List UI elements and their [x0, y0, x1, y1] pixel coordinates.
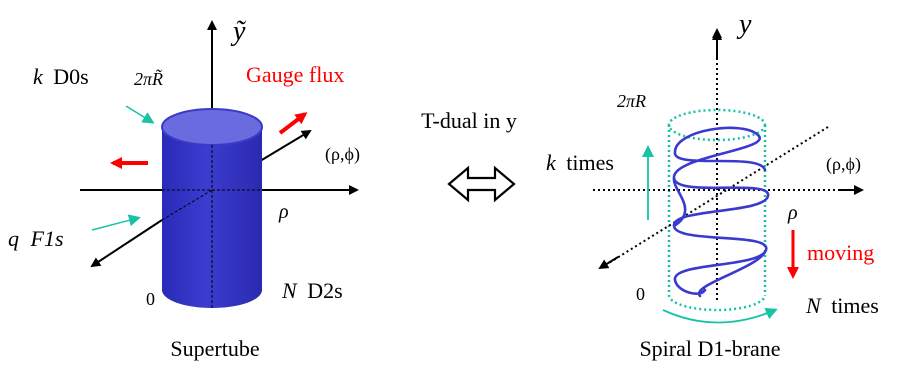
rho-label: ρ — [278, 201, 289, 223]
d0s-pointer-arrow — [125, 105, 155, 124]
t-duality-panel: T-dual in y — [421, 108, 517, 203]
slanted-axis — [603, 126, 829, 267]
slanted-axis-head — [598, 256, 619, 270]
circumference-label: 2πR̃ — [134, 69, 163, 89]
spiral-panel: y 2πR k times (ρ,ϕ) ρ moving 0 N times S… — [546, 9, 879, 361]
supertube-panel: ỹ 2πR̃ Gauge flux k D0s q F1s (ρ,ϕ) ρ 0 … — [8, 16, 360, 361]
rho-phi-label-right: (ρ,ϕ) — [826, 154, 861, 175]
gauge-flux-arrow-right — [278, 112, 308, 135]
moving-label: moving — [807, 240, 874, 265]
d0s-text: D0s — [53, 64, 88, 89]
d2s-text: D2s — [307, 278, 342, 303]
rho-phi-label: (ρ,ϕ) — [325, 144, 360, 165]
origin-zero-label-right: 0 — [636, 284, 645, 304]
origin-zero-label: 0 — [146, 289, 155, 309]
n-symbol: N — [281, 278, 298, 303]
q-f1s-label: q F1s — [8, 226, 64, 251]
t-dual-label: T-dual in y — [421, 108, 517, 133]
rho-label-right: ρ — [787, 202, 798, 224]
k-times-text: times — [566, 150, 614, 175]
y-tilde-axis-label: ỹ — [230, 16, 247, 47]
n-symbol-right: N — [805, 293, 822, 318]
q-symbol: q — [8, 226, 19, 251]
supertube-top-cap — [161, 108, 263, 146]
dotted-cylinder-bottom — [667, 294, 767, 312]
gauge-flux-label: Gauge flux — [246, 62, 344, 87]
f1s-text: F1s — [30, 226, 64, 251]
double-headed-arrow-icon — [447, 165, 516, 203]
spiral-caption: Spiral D1-brane — [639, 336, 780, 361]
y-axis-label: y — [736, 9, 752, 40]
n-d2s-label: N D2s — [281, 278, 343, 303]
k-symbol: k — [33, 64, 44, 89]
n-times-text: times — [831, 293, 879, 318]
slanted-axis-front — [90, 219, 163, 268]
n-times-arrow — [662, 308, 778, 324]
k-symbol-right: k — [546, 150, 557, 175]
k-d0s-label: k D0s — [33, 64, 89, 89]
k-times-label: k times — [546, 150, 614, 175]
n-times-label: N times — [805, 293, 879, 318]
spiral-d1-brane — [672, 126, 770, 298]
supertube-caption: Supertube — [170, 336, 259, 361]
circumference-label-right: 2πR — [617, 91, 646, 111]
f1s-pointer-arrow — [91, 214, 141, 231]
